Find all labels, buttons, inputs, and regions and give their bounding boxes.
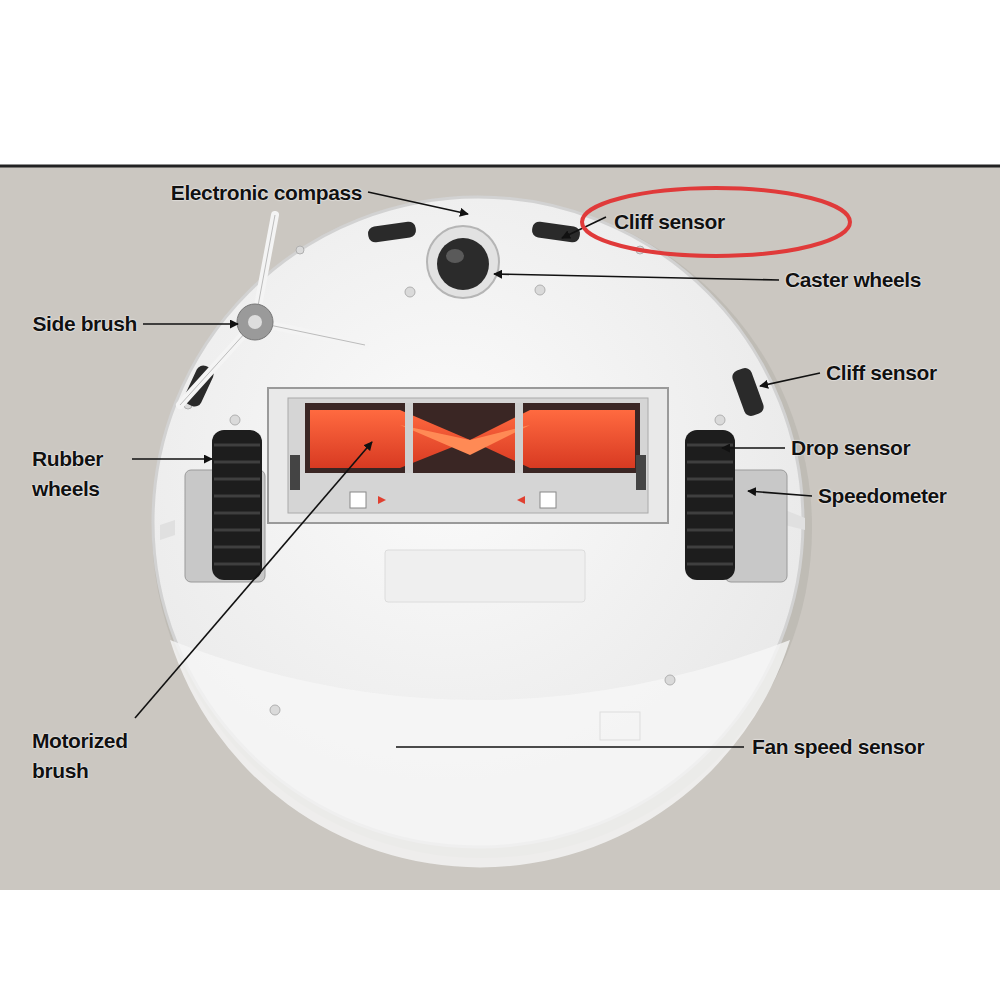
brush-clip — [290, 455, 300, 490]
leader-arrow — [368, 192, 468, 214]
leader-arrow — [132, 458, 212, 460]
leader-arrow — [135, 442, 372, 718]
panel-outline — [600, 712, 640, 740]
leader-line — [396, 746, 744, 748]
callout-ellipse: Cliff sensor — [580, 186, 852, 258]
part-label: Motorized brush — [32, 726, 162, 786]
leader-arrow — [494, 274, 779, 280]
caster-housing — [427, 226, 499, 298]
wheel-tread — [214, 445, 733, 564]
rubber-wheel — [212, 430, 262, 580]
brush-latch — [350, 492, 366, 508]
body-lower-panel — [170, 640, 790, 867]
brush-clip — [636, 455, 646, 490]
photo-ground — [0, 166, 1000, 890]
leader-arrow — [760, 373, 820, 386]
part-label: Electronic compass — [171, 178, 362, 208]
part-label: Drop sensor — [791, 433, 910, 463]
brush-housing — [268, 388, 668, 523]
caster-highlight — [446, 249, 464, 263]
motorized-brush — [310, 403, 635, 473]
rubber-wheel — [685, 430, 735, 580]
latch-arrows — [378, 496, 525, 504]
leader-arrow — [722, 447, 785, 449]
red-ellipse — [582, 188, 850, 256]
brush-latch — [540, 492, 556, 508]
part-label: Caster wheels — [785, 265, 921, 295]
screws — [184, 246, 725, 715]
brush-frame — [288, 398, 648, 513]
part-label: Fan speed sensor — [752, 732, 924, 762]
part-label: Rubber wheels — [32, 444, 126, 504]
leader-lines — [132, 192, 820, 747]
leader-arrow — [748, 491, 812, 496]
side-brush — [180, 215, 365, 405]
photo-edge — [0, 165, 1000, 168]
part-label: Side brush — [32, 309, 137, 339]
caster-wheel — [437, 238, 489, 290]
callout-text: Cliff sensor — [614, 207, 725, 237]
part-label: Cliff sensor — [826, 358, 937, 388]
leader-arrow — [143, 323, 238, 325]
spec-sticker — [385, 550, 585, 602]
part-label: Speedometer — [818, 481, 947, 511]
